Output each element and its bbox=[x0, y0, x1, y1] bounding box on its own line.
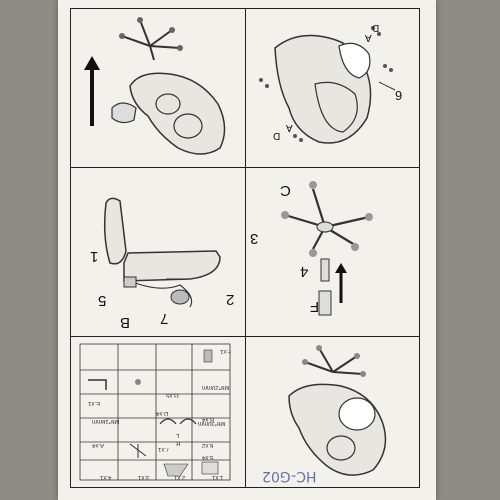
part-label-4: 4.x1 bbox=[100, 474, 112, 480]
panel-bottom-right bbox=[245, 336, 420, 488]
part-label-2: 2.x1 bbox=[174, 474, 186, 480]
part-label-a: A.x4 bbox=[92, 442, 105, 448]
part-label-6: 6.x2 bbox=[202, 442, 214, 448]
backrest-attach-diagram bbox=[103, 197, 221, 308]
label-6: 6 bbox=[395, 88, 403, 103]
label-5: 5 bbox=[98, 292, 107, 309]
part-label-3: 3.x1 bbox=[138, 474, 150, 480]
part-label-7: 7.x1 bbox=[158, 446, 170, 452]
label-7: 7 bbox=[160, 310, 169, 327]
label-4: 4 bbox=[300, 263, 309, 280]
part-label-m6-16: M6*16mm bbox=[92, 418, 120, 424]
part-label-e: E.x1 bbox=[88, 400, 101, 406]
base-assembly-diagram bbox=[281, 181, 373, 316]
part-label-5: 5.x4 bbox=[202, 454, 214, 460]
assembly-grid: D A 6 A D 1 2 5 7 B C 3 bbox=[70, 8, 420, 488]
final-assembly-diagram bbox=[288, 345, 387, 476]
armrest-attach-diagram bbox=[259, 26, 396, 144]
part-label-f: F.x1 bbox=[220, 348, 232, 354]
label-3: 3 bbox=[250, 230, 259, 247]
label-a-bottom: A bbox=[286, 122, 293, 133]
part-label-r: R bbox=[176, 440, 181, 446]
part-label-1: 1.x1 bbox=[212, 474, 224, 480]
base-and-seat-diagram bbox=[84, 17, 226, 155]
handwritten-note: HC-G02 bbox=[262, 468, 317, 484]
label-a-top: A bbox=[365, 32, 372, 43]
part-label-m8-20: M8*20mm bbox=[202, 384, 230, 390]
label-f: F bbox=[310, 298, 320, 315]
label-2: 2 bbox=[226, 291, 235, 308]
parts-table-grid bbox=[79, 343, 231, 481]
part-label-g: G.x5 bbox=[166, 392, 179, 398]
part-label-l: L bbox=[176, 432, 180, 438]
label-1: 1 bbox=[90, 248, 99, 265]
label-d-bottom: D bbox=[273, 130, 281, 141]
part-label-d: D.x4 bbox=[156, 410, 169, 416]
part-label-m8-30: M8*30mm bbox=[198, 420, 226, 426]
label-d-top: D bbox=[372, 22, 380, 33]
label-c: C bbox=[280, 182, 291, 199]
label-b: B bbox=[120, 314, 131, 331]
